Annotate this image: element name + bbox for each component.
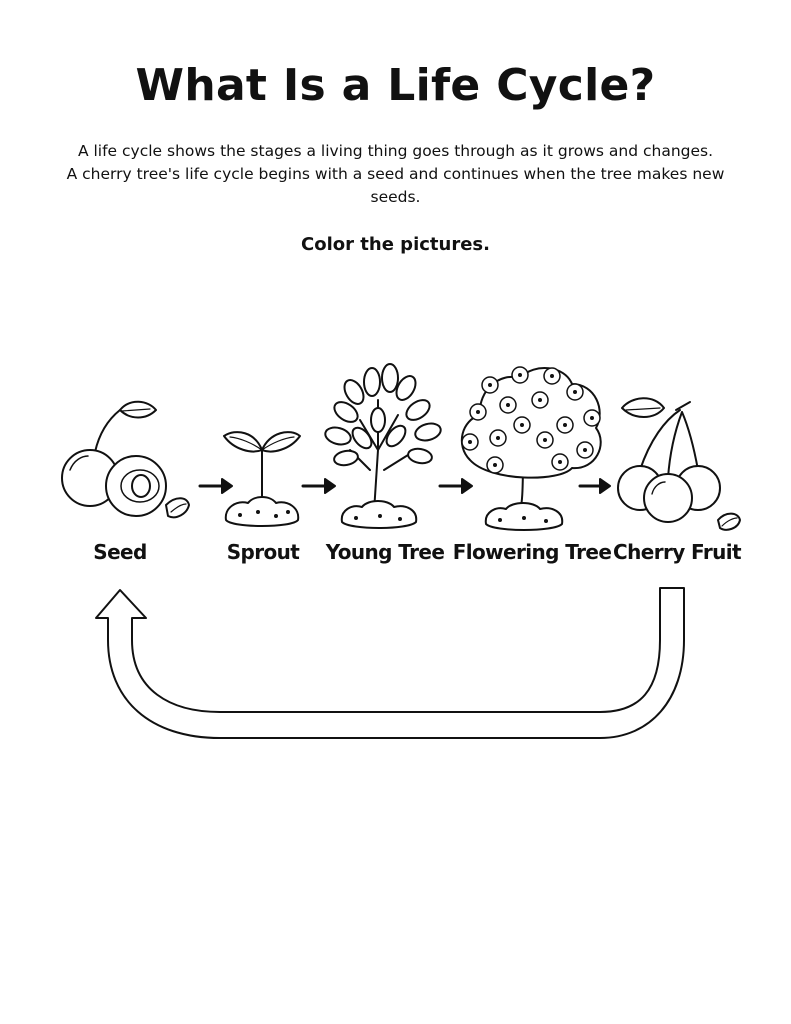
- cherry-fruit-icon: [617, 397, 741, 531]
- arrow-right-icon: [438, 478, 473, 494]
- arrow-right-icon: [301, 478, 336, 494]
- cherry-seed-icon: [61, 400, 190, 519]
- sprout-icon: [223, 431, 301, 527]
- young-tree-icon: [324, 363, 442, 529]
- stage-label-sprout: Sprout: [226, 540, 300, 564]
- arrow-right-icon: [578, 478, 611, 494]
- intro-text: A life cycle shows the stages a living t…: [60, 140, 731, 209]
- arrow-right-icon: [198, 478, 233, 494]
- intro-line-2: A cherry tree's life cycle begins with a…: [66, 165, 725, 206]
- instruction-text: Color the pictures.: [301, 234, 490, 255]
- flowering-tree-icon: [460, 366, 602, 531]
- stage-label-young-tree: Young Tree: [325, 540, 445, 564]
- stage-label-cherry-fruit: Cherry Fruit: [613, 540, 742, 564]
- stage-label-flowering-tree: Flowering Tree: [452, 540, 612, 564]
- cycle-return-arrow: [95, 587, 685, 739]
- intro-line-1: A life cycle shows the stages a living t…: [77, 142, 714, 160]
- page-title: What Is a Life Cycle?: [135, 60, 656, 111]
- stage-label-seed: Seed: [93, 540, 147, 564]
